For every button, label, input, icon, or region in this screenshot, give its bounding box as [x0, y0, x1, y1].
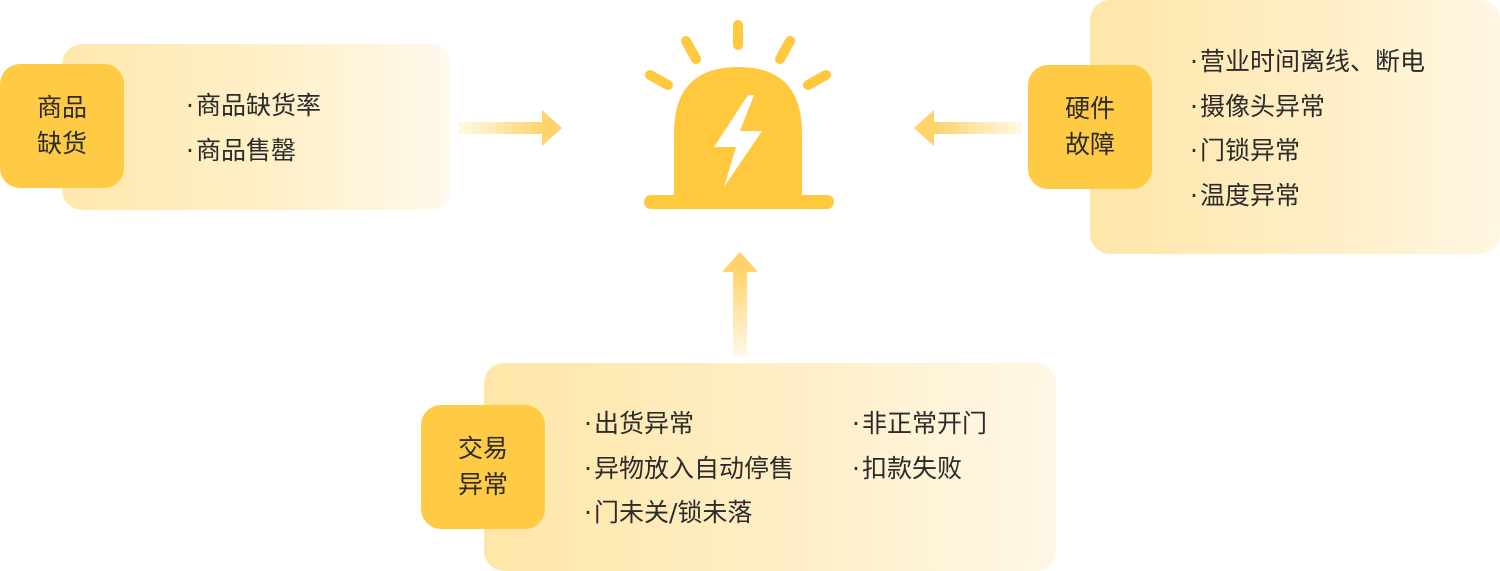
arrow-left-icon — [914, 110, 1022, 146]
transaction-exception-list-col1: 出货异常 异物放入自动停售 门未关/锁未落 — [584, 402, 794, 536]
list-item: 扣款失败 — [852, 447, 987, 492]
tag-line: 缺货 — [36, 129, 87, 158]
list-item: 出货异常 — [584, 402, 794, 447]
tag-hardware-failure: 硬件 故障 — [1028, 65, 1152, 189]
tag-line: 硬件 — [1064, 94, 1115, 123]
tag-line: 商品 — [36, 93, 87, 122]
transaction-exception-list-col2: 非正常开门 扣款失败 — [852, 402, 987, 491]
list-item: 门未关/锁未落 — [584, 491, 794, 536]
hardware-failure-list: 营业时间离线、断电 摄像头异常 门锁异常 温度异常 — [1190, 40, 1425, 218]
tag-line: 异常 — [457, 470, 508, 499]
list-item: 非正常开门 — [852, 402, 987, 447]
tag-transaction-exception: 交易 异常 — [421, 405, 545, 529]
list-item: 商品缺货率 — [186, 84, 321, 129]
stock-shortage-list: 商品缺货率 商品售罄 — [186, 84, 321, 173]
arrow-right-icon — [458, 110, 562, 146]
arrow-up-icon — [722, 252, 758, 356]
list-item: 异物放入自动停售 — [584, 447, 794, 492]
tag-line: 交易 — [457, 434, 508, 463]
list-item: 摄像头异常 — [1190, 85, 1425, 130]
tag-stock-shortage: 商品 缺货 — [0, 64, 124, 188]
list-item: 门锁异常 — [1190, 129, 1425, 174]
list-item: 温度异常 — [1190, 174, 1425, 219]
alarm-light-icon — [644, 20, 834, 209]
tag-line: 故障 — [1064, 130, 1115, 159]
list-item: 营业时间离线、断电 — [1190, 40, 1425, 85]
list-item: 商品售罄 — [186, 129, 321, 174]
